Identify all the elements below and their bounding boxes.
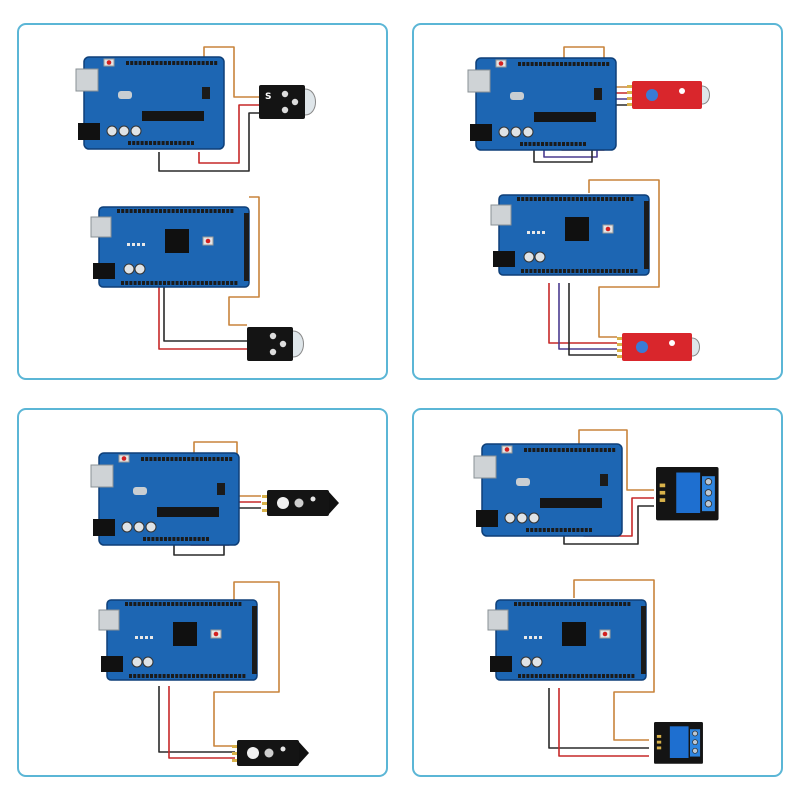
wire-gnd-2 [568,283,617,356]
wire-gnd-2 [163,287,247,342]
panel-bottom-left [17,408,388,777]
mega-chip [562,622,586,646]
wire-gnd [563,505,654,545]
wire-signal-2 [228,196,260,326]
usb-connector [90,216,112,238]
uno-board [75,56,225,150]
sensor-head [701,85,710,105]
sensor-head [691,337,700,357]
sensor-head [304,88,316,116]
sensor-module-bottom [617,333,700,361]
usb-connector [490,204,512,226]
obstacle-module-bottom [232,740,309,766]
sensor-module-bottom [247,327,304,361]
sensor-module-top: S [259,85,316,119]
wire-vcc-2 [548,283,617,344]
wire-vcc-2 [168,686,235,759]
power-jack [470,124,492,141]
power-jack [476,510,498,527]
wire-vcc [198,104,259,164]
sensor-module-top [627,81,710,109]
wire-signal [193,441,261,497]
power-jack [93,519,115,536]
power-jack [493,251,515,267]
mega-chip [173,622,197,646]
atmega-chip [142,111,204,121]
module-label: S [265,92,271,102]
mega-chip [165,229,189,253]
relay-module-top [656,467,719,521]
power-jack [78,123,100,140]
wire-vcc-2 [158,287,247,350]
atmega-chip [540,498,602,508]
wire-gnd-2 [158,686,235,753]
power-jack [101,656,123,672]
usb-connector [90,464,114,488]
wire-gnd [158,112,259,172]
power-jack [93,263,115,279]
wire-gnd-2 [548,688,649,749]
wire-data-2 [558,283,617,350]
mega-chip [565,217,589,241]
usb-connector [467,69,491,93]
mega-board [98,599,258,681]
atmega-chip [534,112,596,122]
relay-cube [676,472,701,513]
mega-board [490,194,650,276]
wire-signal-2 [573,579,655,741]
atmega-chip [157,507,219,517]
panel-bottom-right [412,408,783,777]
wire-signal-2 [213,581,280,747]
wire-vcc-2 [558,688,649,757]
usb-connector [75,68,99,92]
uno-board [467,57,617,151]
usb-connector [487,609,509,631]
power-jack [490,656,512,672]
uno-board [473,443,623,537]
obstacle-module-top [262,490,339,516]
wire-signal [578,429,654,491]
usb-connector [473,455,497,479]
mega-board [90,206,250,288]
usb-connector [98,609,120,631]
uno-board [90,452,240,546]
sensor-head [292,330,304,358]
relay-cube [669,726,689,758]
panel-top-right [412,23,783,380]
wire-signal-2 [588,179,660,338]
panel-top-left: S [17,23,388,380]
mega-board [487,599,647,681]
relay-module-bottom [654,722,703,764]
